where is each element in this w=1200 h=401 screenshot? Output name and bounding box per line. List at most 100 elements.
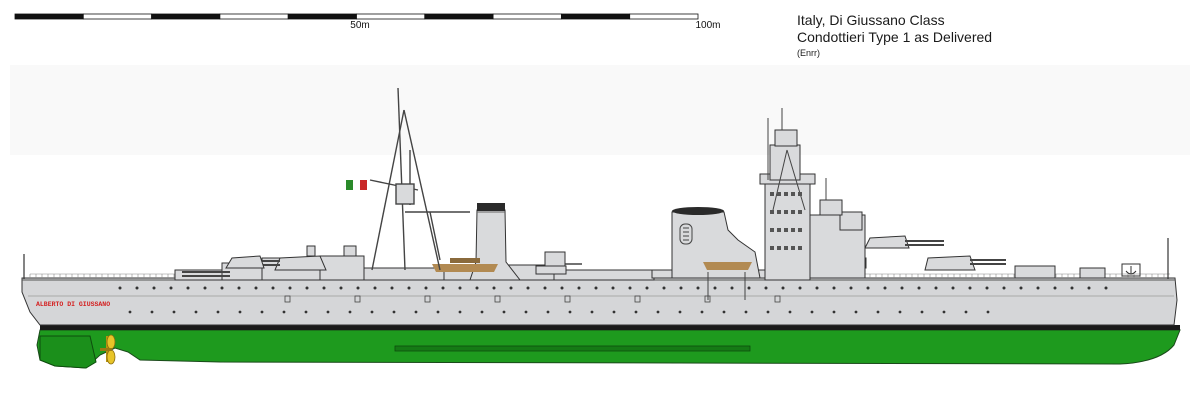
porthole [356, 286, 360, 290]
porthole [645, 286, 649, 290]
scale-segment [492, 13, 562, 20]
scuttle [284, 295, 291, 303]
bridge-window [770, 246, 774, 250]
porthole [370, 310, 374, 314]
scuttle [494, 295, 501, 303]
bridge-window [791, 228, 795, 232]
porthole [480, 310, 484, 314]
porthole [271, 286, 275, 290]
bridge-window [770, 192, 774, 196]
ships-boat-fore [432, 258, 498, 272]
porthole [1002, 286, 1006, 290]
porthole [543, 286, 547, 290]
porthole [986, 310, 990, 314]
porthole [696, 286, 700, 290]
porthole [815, 286, 819, 290]
bridge-window [798, 192, 802, 196]
porthole [628, 286, 632, 290]
caption-type: Condottieri Type 1 as Delivered [797, 29, 993, 45]
porthole [917, 286, 921, 290]
foremast [369, 87, 470, 271]
porthole [920, 310, 924, 314]
porthole [390, 286, 394, 290]
porthole [898, 310, 902, 314]
scale-label-50m: 50m [350, 20, 370, 31]
scale-segment [356, 13, 426, 20]
porthole [832, 310, 836, 314]
porthole [492, 286, 496, 290]
scuttle [634, 295, 641, 303]
porthole [1070, 286, 1074, 290]
porthole [656, 310, 660, 314]
caption-credit: (Enrr) [797, 48, 820, 58]
porthole [810, 310, 814, 314]
porthole [304, 310, 308, 314]
bridge-window [784, 228, 788, 232]
porthole [1104, 286, 1108, 290]
bridge-window [798, 210, 802, 214]
turret-a [240, 255, 327, 271]
bow-anchor [1121, 263, 1141, 277]
porthole [305, 286, 309, 290]
bridge-window [777, 192, 781, 196]
porthole [764, 286, 768, 290]
porthole [730, 286, 734, 290]
bridge-window [791, 246, 795, 250]
boot-topping [40, 325, 1180, 330]
turret-x [864, 235, 944, 249]
italian-flag [346, 180, 367, 190]
porthole [186, 286, 190, 290]
background-watermark [10, 65, 1190, 155]
porthole [679, 286, 683, 290]
porthole [849, 286, 853, 290]
porthole [238, 310, 242, 314]
porthole [150, 310, 154, 314]
hull-name: ALBERTO DI GIUSSANO [36, 301, 110, 308]
porthole [700, 310, 704, 314]
porthole [509, 286, 513, 290]
scale-segment [629, 13, 699, 20]
porthole [441, 286, 445, 290]
porthole [128, 310, 132, 314]
porthole [883, 286, 887, 290]
bridge-window [784, 210, 788, 214]
porthole [524, 310, 528, 314]
porthole [1053, 286, 1057, 290]
propeller-icon [100, 334, 116, 365]
bridge-details [767, 108, 827, 211]
porthole [594, 286, 598, 290]
porthole [260, 310, 264, 314]
porthole [326, 310, 330, 314]
bridge-window [770, 210, 774, 214]
porthole [502, 310, 506, 314]
porthole [722, 310, 726, 314]
porthole [237, 286, 241, 290]
anchor-icon [1125, 266, 1137, 275]
bridge-window [770, 228, 774, 232]
porthole [662, 286, 666, 290]
rudder [39, 335, 97, 369]
porthole [339, 286, 343, 290]
scuttle [564, 295, 571, 303]
porthole [766, 310, 770, 314]
bridge-window [798, 228, 802, 232]
bridge-window [777, 228, 781, 232]
porthole [985, 286, 989, 290]
porthole [634, 310, 638, 314]
porthole [322, 286, 326, 290]
bridge-window [777, 246, 781, 250]
deck-fittings [306, 245, 1106, 279]
bridge-window [784, 192, 788, 196]
porthole [526, 286, 530, 290]
porthole [942, 310, 946, 314]
scale-label-100m: 100m [695, 20, 721, 31]
porthole [414, 310, 418, 314]
scale-bar [14, 13, 699, 20]
porthole [1019, 286, 1023, 290]
porthole [568, 310, 572, 314]
porthole [951, 286, 955, 290]
funnel-aft [671, 207, 761, 279]
porthole [373, 286, 377, 290]
scuttle [774, 295, 781, 303]
